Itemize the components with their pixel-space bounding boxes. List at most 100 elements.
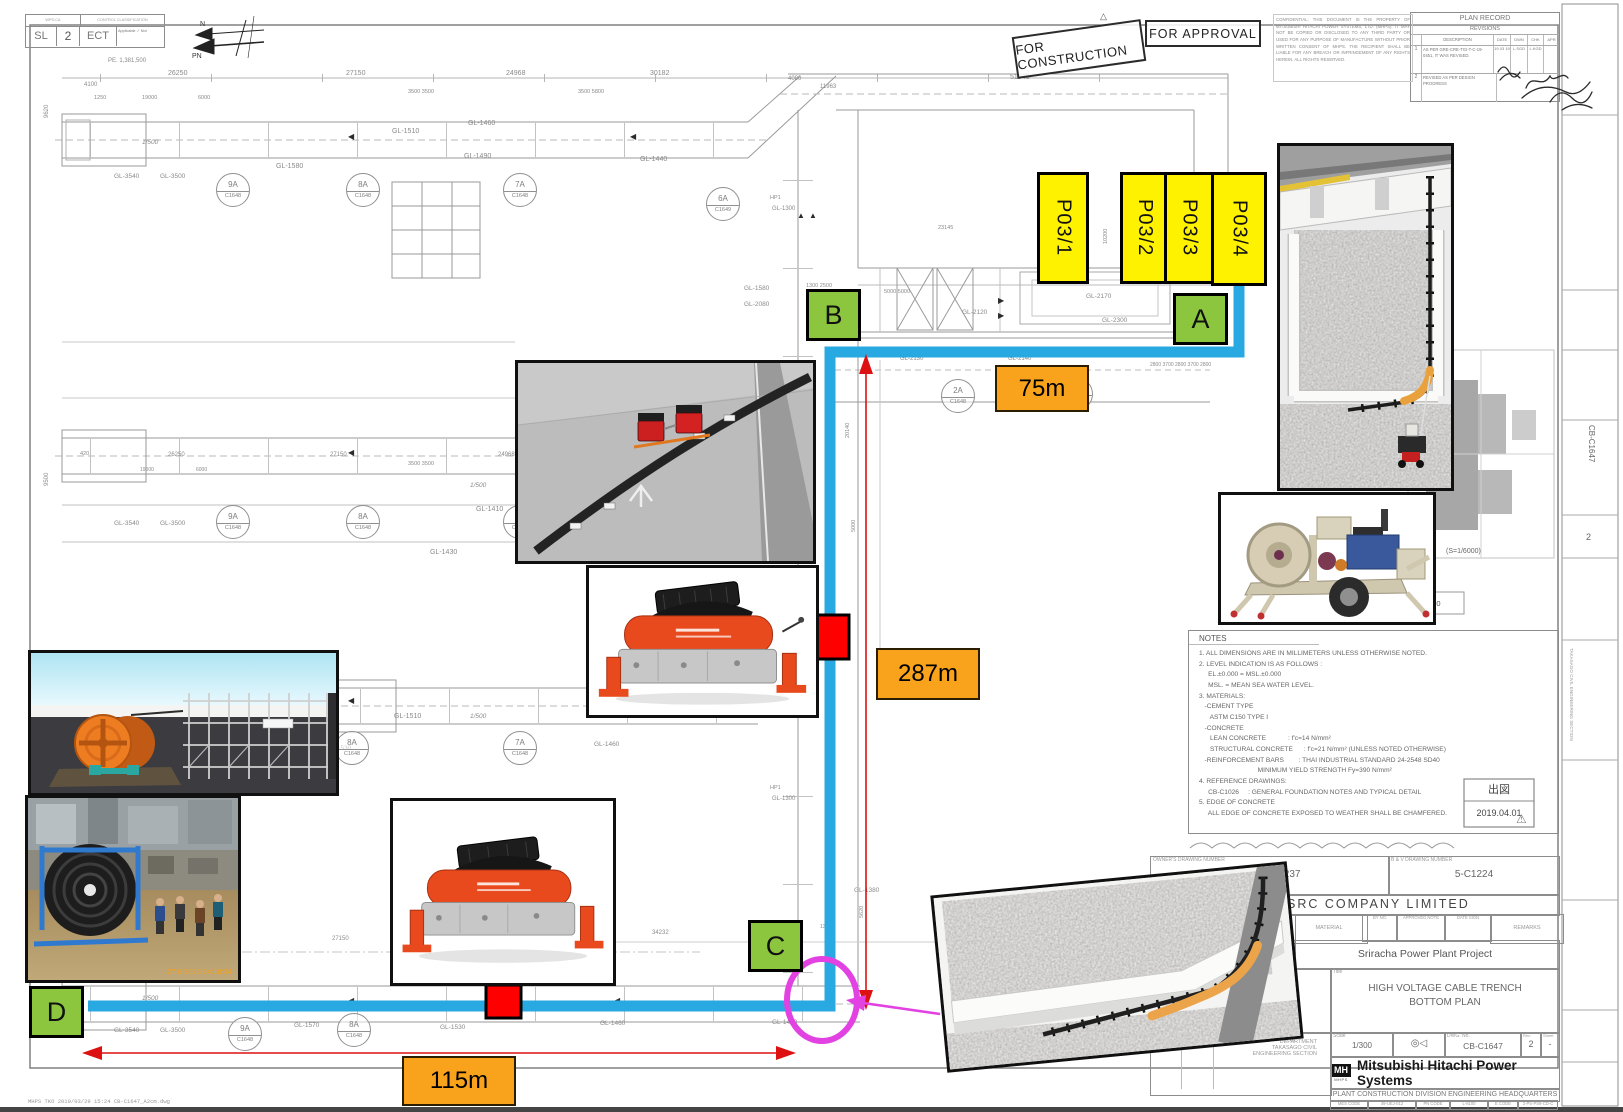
photo-timestamp: 27 6 2020 14:18:24 (167, 967, 232, 976)
right-strip-rev: 2 (1586, 532, 1592, 542)
left-frag-3: D IN (1285, 1037, 1295, 1043)
cad-dimension-label: GL-1490 (464, 153, 492, 160)
cad-dimension-label: GL-1300 (772, 206, 796, 212)
cad-dimension-label: GL-1510 (394, 713, 422, 720)
callout-grid-id: 9A (229, 1024, 261, 1036)
dwg-no-label: DWG. No. (1447, 1033, 1470, 1039)
third-angle-projection-icon: ◎◁ (1410, 1038, 1428, 1049)
code-cell: 2-PS-PS9-CD-C (1518, 1100, 1558, 1110)
cad-dimension-label: 1/500 (470, 713, 487, 720)
warning-triangle-icon: ⚠ (1516, 812, 1527, 826)
plan-record-row: 2 REVISED AS PER DESIGN PROGRESS (1411, 74, 1559, 102)
plan-record-table: PLAN RECORD REVISIONS DESCRIPTION DATE D… (1410, 12, 1560, 102)
inset-3d-drum-scaffold-render (28, 650, 339, 796)
cad-dimension-label: 4080 (788, 76, 802, 82)
cad-dimension-label: 5000 5000 (884, 289, 910, 295)
cad-dimension-label: HP1 (770, 785, 781, 791)
security-cell-applicable: Applicable ✓ Not (118, 29, 147, 33)
pr-c: 19 03 19 (1494, 46, 1511, 73)
scale-label: Scale (1333, 1033, 1346, 1039)
route-point-marker-c: C (748, 920, 803, 972)
flow-arrow-icon: ◀ (348, 132, 355, 141)
flow-arrow-icon: ◀ (630, 132, 637, 141)
inset-3d-trench-aerial-render (1277, 143, 1454, 491)
callout-grid-id: 7A (504, 738, 536, 750)
pr-c: AS PER GRE-CRE-TGI-T-C-19-0451, IT WAS R… (1422, 46, 1494, 73)
cad-dimension-label: GL-1460 (600, 1020, 626, 1027)
cad-dimension-label: 27150 (332, 936, 349, 942)
dept-line1: DEPARTMENT (1279, 1039, 1317, 1045)
issue-stamp-date: 2019.04.01 (1476, 808, 1522, 818)
callout-grid-id: 8A (347, 180, 379, 192)
callout-sheet-ref: C1648 (224, 524, 242, 531)
cad-dimension-label: GL-1580 (276, 163, 304, 170)
code-cell: E CODE (1488, 1100, 1518, 1110)
cad-dimension-label: GL-3540 (114, 1027, 140, 1034)
cad-dimension-label: 19000 (142, 95, 158, 101)
plan-record-title: PLAN RECORD (1411, 13, 1559, 25)
north-label-n: N (200, 21, 205, 28)
security-classification-box: WPS-CA CONTROL CLASSIFICATION SL 2 ECT A… (25, 14, 165, 48)
callout-sheet-ref: C1648 (345, 1032, 363, 1039)
cad-dimension-label: 24968 (498, 452, 515, 458)
pr-c: L.KGD (1528, 46, 1544, 73)
cad-dimension-label: GL-3500 (160, 173, 186, 180)
rev-value: 2 (1528, 1039, 1534, 1050)
cad-dimension-label: GL-1460 (772, 1019, 798, 1026)
cad-dimension-label: 11963 (820, 84, 837, 90)
flow-arrow-icon: ◀ (348, 448, 355, 457)
dwg-no-value: CB-C1647 (1463, 1040, 1503, 1051)
distance-label: 287m (876, 648, 980, 700)
code-cell: MES CODE (1330, 1100, 1368, 1110)
cad-dimension-label: GL-1580 (744, 285, 770, 292)
issue-stamp-label: 出図 (1488, 784, 1510, 796)
cad-dimension-label: GL-1460 (594, 741, 620, 748)
cad-dimension-label: GL-1410 (476, 506, 504, 513)
pr-h: DWN (1511, 35, 1528, 45)
scale-cell: Scale 1/300 (1330, 1032, 1394, 1058)
bv-number-label: B & V DRAWING NUMBER (1391, 857, 1453, 863)
plan-record-subtitle: REVISIONS (1411, 25, 1559, 35)
sheet-cell: Sheet - (1540, 1032, 1560, 1058)
callout-grid-id: 7A (504, 180, 536, 192)
cad-dimension-label: 3500 3500 (408, 461, 434, 467)
cad-dimension-label: 24968 (506, 70, 526, 77)
col-micro3: DATE SIGN (1444, 914, 1492, 942)
callout-sheet-ref: C1648 (343, 750, 361, 757)
signature-scribbles (1497, 66, 1593, 111)
cad-dimension-label: GL-1300 (772, 796, 796, 802)
cad-dimension-label: 1/500 (470, 482, 487, 489)
inset-drum-site-photo: 27 6 2020 14:18:24 (25, 795, 241, 983)
code-cell: L-6100 (1450, 1100, 1488, 1110)
pit-label: P03/1 (1037, 172, 1089, 284)
pr-h: APR (1547, 37, 1556, 42)
mhps-logo-mark: MH (1331, 1064, 1351, 1077)
cad-dimension-label: 1/500 (142, 995, 159, 1002)
cad-dimension-label: GL-2300 (1102, 317, 1128, 324)
distance-label: 115m (402, 1056, 516, 1106)
sheet-value: - (1548, 1039, 1552, 1050)
pr-c: 1 (1411, 46, 1422, 73)
drawing-title-line1: HIGH VOLTAGE CABLE TRENCH (1368, 982, 1522, 994)
cad-dimension-label: GL-2130 (900, 356, 924, 362)
cad-dimension-label: 1300 2500 (806, 283, 832, 289)
cad-dimension-label: HP1 (770, 195, 781, 201)
callout-sheet-ref: C1648 (511, 750, 529, 757)
pr-c: 2 (1411, 74, 1422, 102)
callout-sheet-ref: C1648 (236, 1036, 254, 1043)
cad-dimension-label: GL-2170 (1086, 293, 1112, 300)
cad-dimension-label: PE. 1,381,500 (108, 58, 147, 64)
cad-dimension-label: 26250 (168, 70, 188, 77)
pr-c: L.SGD (1511, 46, 1528, 73)
confidential-text: CONFIDENTIAL: THIS DOCUMENT IS THE PROPE… (1273, 14, 1413, 82)
flow-arrow-icon: ▶ (998, 311, 1005, 320)
inset-3d-trench-corner-render (930, 861, 1304, 1073)
equipment-marker-upper (812, 613, 851, 661)
flow-arrow-icon: ◀ (348, 696, 355, 705)
inset-winch-machine-photo (1218, 492, 1436, 625)
